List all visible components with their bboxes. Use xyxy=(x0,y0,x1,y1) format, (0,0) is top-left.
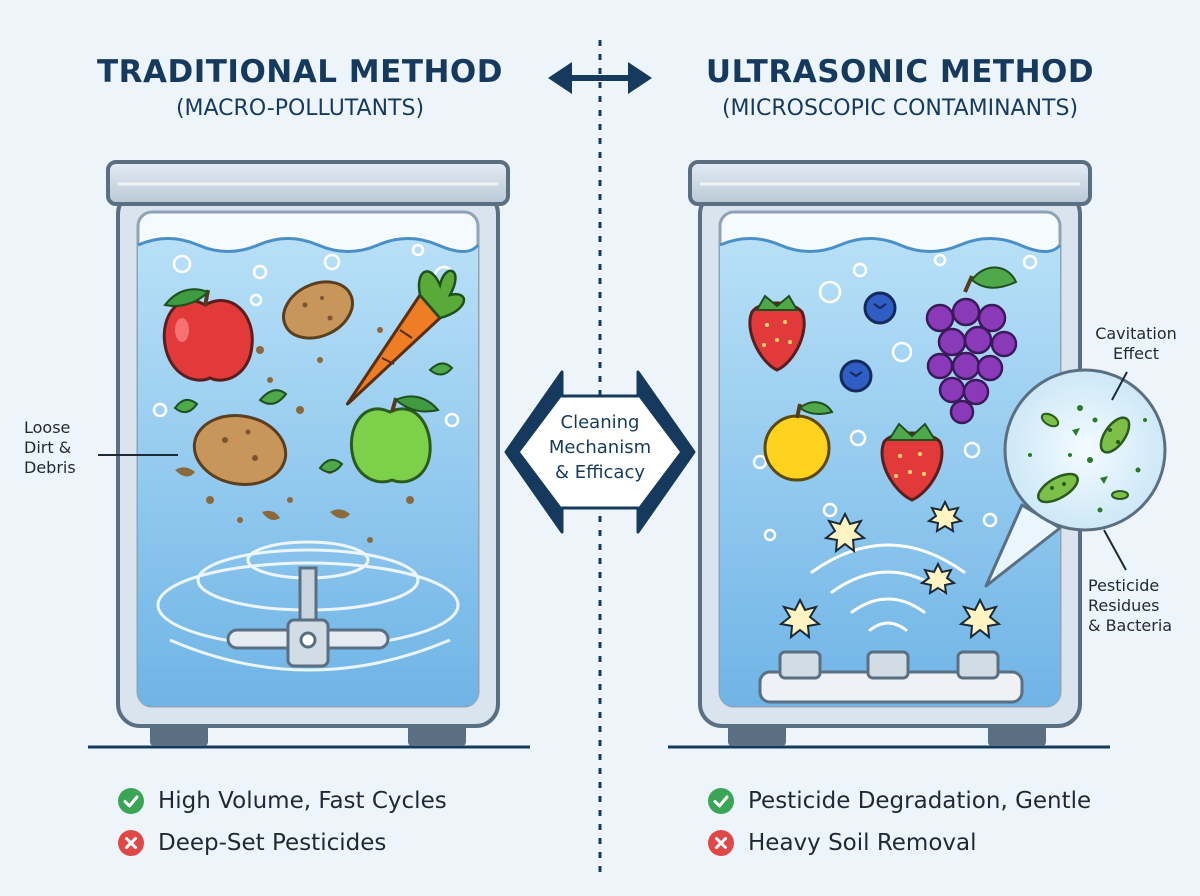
ultrasonic-pro: Pesticide Degradation, Gentle xyxy=(708,788,1091,814)
transducer-base xyxy=(758,650,1024,704)
ultrasonic-con: Heavy Soil Removal xyxy=(708,830,977,856)
agitator xyxy=(226,566,390,668)
center-label-line: Mechanism xyxy=(548,437,652,458)
red-apple xyxy=(162,288,254,382)
traditional-pro: High Volume, Fast Cycles xyxy=(118,788,447,814)
residue-particles xyxy=(1028,405,1147,513)
carrot xyxy=(345,269,466,406)
ultrasonic-title: ULTRASONIC METHOD xyxy=(705,54,1095,90)
ultrasonic-subtitle: (MICROSCOPIC CONTAMINANTS) xyxy=(721,96,1079,121)
potato xyxy=(192,414,288,486)
cavitation-bursts xyxy=(778,499,1002,640)
callout-line: Debris xyxy=(24,458,76,477)
traditional-con: Deep-Set Pesticides xyxy=(118,830,386,856)
cross-icon xyxy=(118,830,144,856)
blueberry xyxy=(863,291,897,325)
center-label-line: & Efficacy xyxy=(554,462,645,483)
callout-line: & Bacteria xyxy=(1088,616,1173,635)
callout-line: Pesticide xyxy=(1088,576,1160,595)
check-icon xyxy=(708,788,734,814)
potato xyxy=(282,280,354,340)
lemon xyxy=(763,401,834,482)
feature-text: Heavy Soil Removal xyxy=(748,830,977,856)
strawberry xyxy=(748,294,806,372)
traditional-tank xyxy=(88,160,530,749)
loose-dirt-callout: Loose Dirt & Debris xyxy=(24,418,76,478)
ultrasonic-waves xyxy=(810,543,966,632)
center-label: Cleaning Mechanism & Efficacy xyxy=(516,410,684,485)
callout-line: Residues xyxy=(1088,596,1160,615)
callout-line: Loose xyxy=(24,418,71,437)
bacteria xyxy=(1037,412,1131,504)
pesticide-callout: Pesticide Residues & Bacteria xyxy=(1088,576,1196,636)
grapes xyxy=(925,266,1018,425)
check-icon xyxy=(118,788,144,814)
cavitation-callout: Cavitation Effect xyxy=(1086,324,1186,364)
leaves xyxy=(173,362,454,474)
feature-text: Pesticide Degradation, Gentle xyxy=(748,788,1092,814)
ultrasonic-tank xyxy=(668,160,1110,749)
cross-icon xyxy=(708,830,734,856)
magnified-view xyxy=(984,368,1167,588)
callout-leader xyxy=(1111,371,1128,401)
center-arrow xyxy=(504,370,696,534)
callout-leader xyxy=(1103,529,1127,571)
bubbles xyxy=(752,253,1038,542)
center-label-line: Cleaning xyxy=(560,412,640,433)
traditional-title: TRADITIONAL METHOD xyxy=(97,54,503,90)
top-double-arrow xyxy=(548,62,652,94)
callout-line: Dirt & xyxy=(24,438,72,457)
callout-line: Cavitation xyxy=(1095,324,1177,343)
feature-text: High Volume, Fast Cycles xyxy=(158,788,447,814)
callout-line: Effect xyxy=(1112,344,1160,363)
traditional-subtitle: (MACRO-POLLUTANTS) xyxy=(175,96,425,121)
strawberry xyxy=(880,422,944,502)
feature-text: Deep-Set Pesticides xyxy=(158,830,387,856)
blueberry xyxy=(839,359,873,393)
green-apple xyxy=(349,395,440,484)
